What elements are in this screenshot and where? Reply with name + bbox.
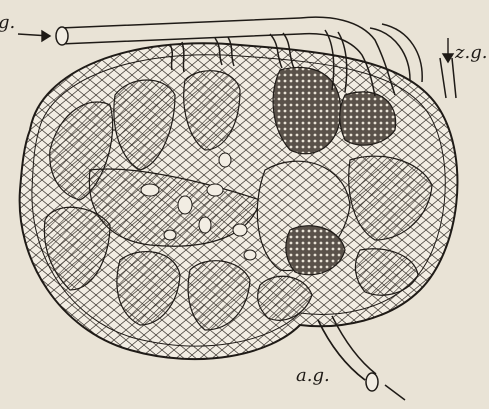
arrow-right-icon bbox=[42, 31, 50, 41]
label-bottom-vessel: a.g. bbox=[296, 365, 330, 386]
label-right-vessel: z.g. bbox=[455, 42, 487, 63]
label-left-vessel: g. bbox=[0, 12, 15, 33]
arrow-down-icon bbox=[443, 54, 453, 62]
